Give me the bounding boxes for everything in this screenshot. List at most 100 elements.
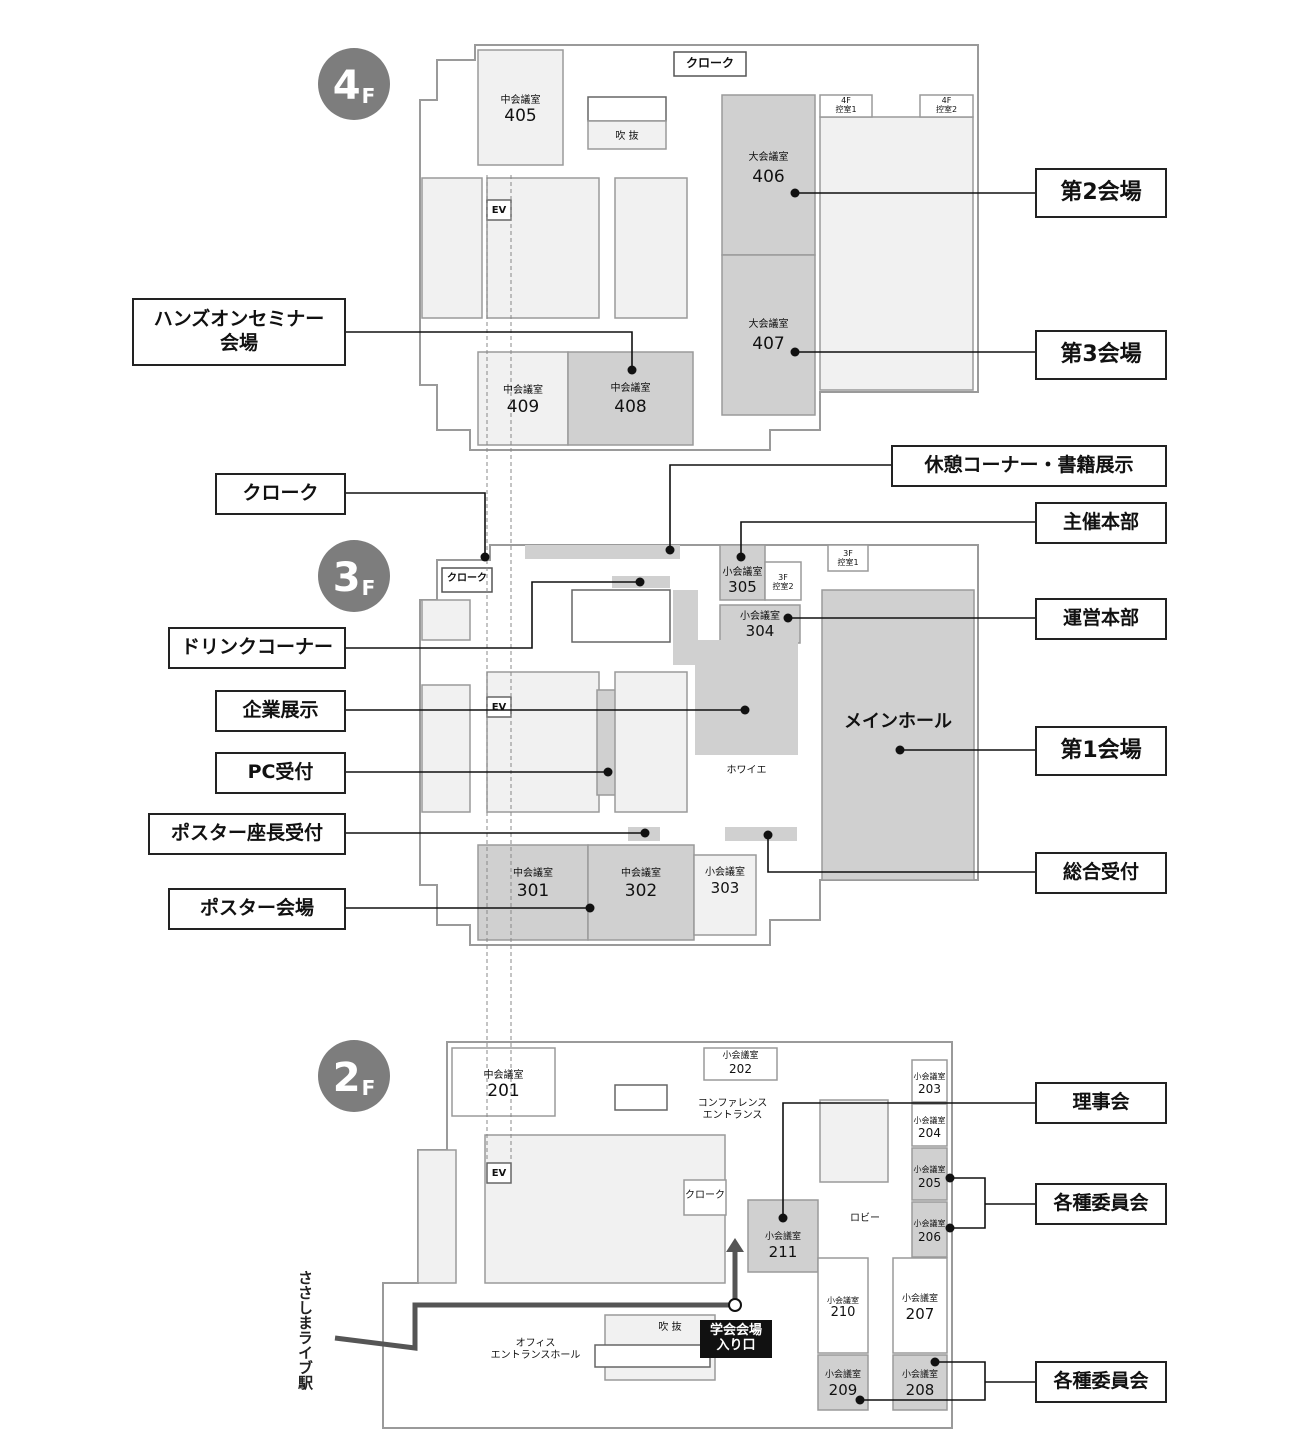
room-name-303: 小会議室 (705, 867, 745, 878)
cloak-4f (673, 51, 747, 77)
room-203 (911, 1059, 948, 1103)
room-name-304: 小会議室 (740, 611, 780, 622)
room-409 (477, 351, 569, 446)
room-num-211: 211 (768, 1243, 798, 1261)
room-name-302: 中会議室 (621, 868, 661, 879)
room-303 (693, 854, 757, 936)
general-desk (725, 827, 797, 841)
rest-area-3f (525, 545, 680, 559)
room-label-foyer: ホワイエ (726, 765, 767, 776)
room-num-304: 304 (745, 622, 775, 640)
room-207 (892, 1257, 948, 1354)
callout-cloak-3f: クローク (215, 473, 346, 515)
toilet-3f-top (421, 599, 471, 641)
route-from-station (334, 1302, 735, 1351)
callout-committee-2: 各種委員会 (1035, 1361, 1167, 1403)
room-label-lobby: ロビー (850, 1213, 880, 1224)
room-4f-right (819, 116, 974, 391)
room-num-407: 407 (752, 334, 785, 354)
room-name-209: 小会議室 (824, 1370, 861, 1380)
callout-committee-1: 各種委員会 (1035, 1183, 1167, 1225)
room-label-waiting-4f-2: 4F 控室2 (935, 96, 958, 115)
room-num-203: 203 (918, 1082, 941, 1096)
room-num-406: 406 (752, 167, 785, 187)
room-num-305: 305 (728, 578, 757, 596)
room-201 (451, 1047, 556, 1117)
room-num-405: 405 (504, 106, 537, 126)
room-label-conference-entrance: コンファレンス エントランス (697, 1098, 768, 1121)
ev-label-3f: EV (491, 702, 507, 713)
callout-drink: ドリンクコーナー (168, 627, 346, 669)
toilet-3f (421, 684, 471, 813)
room-num-301: 301 (516, 881, 550, 901)
room-num-202: 202 (729, 1062, 752, 1076)
ev-2f (486, 1162, 512, 1184)
station-label: ささしまライブ駅 (296, 1270, 314, 1390)
room-name-406: 大会議室 (748, 152, 789, 163)
main-hall (821, 589, 975, 881)
room-label-waiting-3f-2: 3F 控室2 (772, 573, 794, 592)
room-name-301: 中会議室 (513, 868, 553, 879)
room-label-cloak-2f: クローク (685, 1190, 725, 1201)
waiting-4f-2 (919, 94, 974, 118)
callout-pc: PC受付 (215, 752, 346, 794)
room-name-305: 小会議室 (722, 567, 763, 578)
toilet-4f (421, 177, 483, 319)
room-num-201: 201 (487, 1081, 520, 1101)
block-3f-b (614, 671, 688, 813)
room-label-waiting-4f-1: 4F 控室1 (835, 96, 857, 115)
room-label-main-hall: メインホール (844, 711, 952, 732)
room-name-205: 小会議室 (913, 1165, 946, 1174)
room-name-407: 大会議室 (748, 319, 789, 330)
room-204 (911, 1103, 948, 1147)
floor-3f-outline (419, 544, 979, 946)
escalator-3f (571, 589, 671, 643)
callout-poster-chair: ポスター座長受付 (148, 813, 346, 855)
floor-4f-outline (419, 44, 979, 451)
room-num-409: 409 (506, 397, 540, 417)
callout-poster: ポスター会場 (168, 888, 346, 930)
room-name-206: 小会議室 (913, 1219, 946, 1228)
ev-label-2f: EV (491, 1168, 507, 1179)
room-205 (911, 1147, 948, 1201)
foyer-3f-top (673, 590, 698, 665)
callout-corp: 企業展示 (215, 690, 346, 732)
room-name-409: 中会議室 (503, 385, 543, 396)
waiting-3f-1 (827, 544, 869, 572)
waiting-4f-1 (819, 94, 873, 118)
side-2f-left (417, 1149, 457, 1284)
cloak-2f (683, 1179, 727, 1216)
callout-hall3: 第3会場 (1035, 330, 1167, 380)
room-407 (721, 254, 816, 416)
room-name-405: 中会議室 (500, 95, 541, 106)
room-name-202: 小会議室 (722, 1051, 759, 1061)
callout-hall1: 第1会場 (1035, 726, 1167, 776)
room-label-cloak-3f: クローク (447, 573, 487, 584)
callout-rest-books: 休憩コーナー・書籍展示 (891, 445, 1167, 487)
room-210 (817, 1257, 869, 1354)
room-208 (892, 1354, 948, 1411)
callout-handson: ハンズオンセミナー 会場 (132, 298, 346, 366)
ev-label-4f: EV (491, 205, 507, 216)
toilet-2f (819, 1099, 889, 1183)
room-label-waiting-3f-1: 3F 控室1 (837, 549, 859, 568)
room-405 (477, 49, 564, 166)
callout-hq-ops: 運営本部 (1035, 598, 1167, 640)
room-name-207: 小会議室 (901, 1294, 938, 1304)
room-num-206: 206 (918, 1230, 941, 1244)
venue-entrance-marker: 学会会場 入り口 (700, 1320, 772, 1358)
block-3f-a (486, 671, 600, 813)
void-4f (587, 120, 667, 150)
room-label-void-4f: 吹 抜 (615, 131, 639, 142)
room-num-302: 302 (624, 881, 658, 901)
room-name-210: 小会議室 (827, 1296, 859, 1305)
block-4f-b (614, 177, 688, 319)
room-name-203: 小会議室 (913, 1072, 946, 1081)
room-num-303: 303 (710, 879, 740, 897)
room-num-207: 207 (905, 1305, 935, 1323)
room-408 (567, 351, 694, 446)
room-name-201: 中会議室 (483, 1070, 524, 1081)
room-301 (477, 844, 589, 941)
